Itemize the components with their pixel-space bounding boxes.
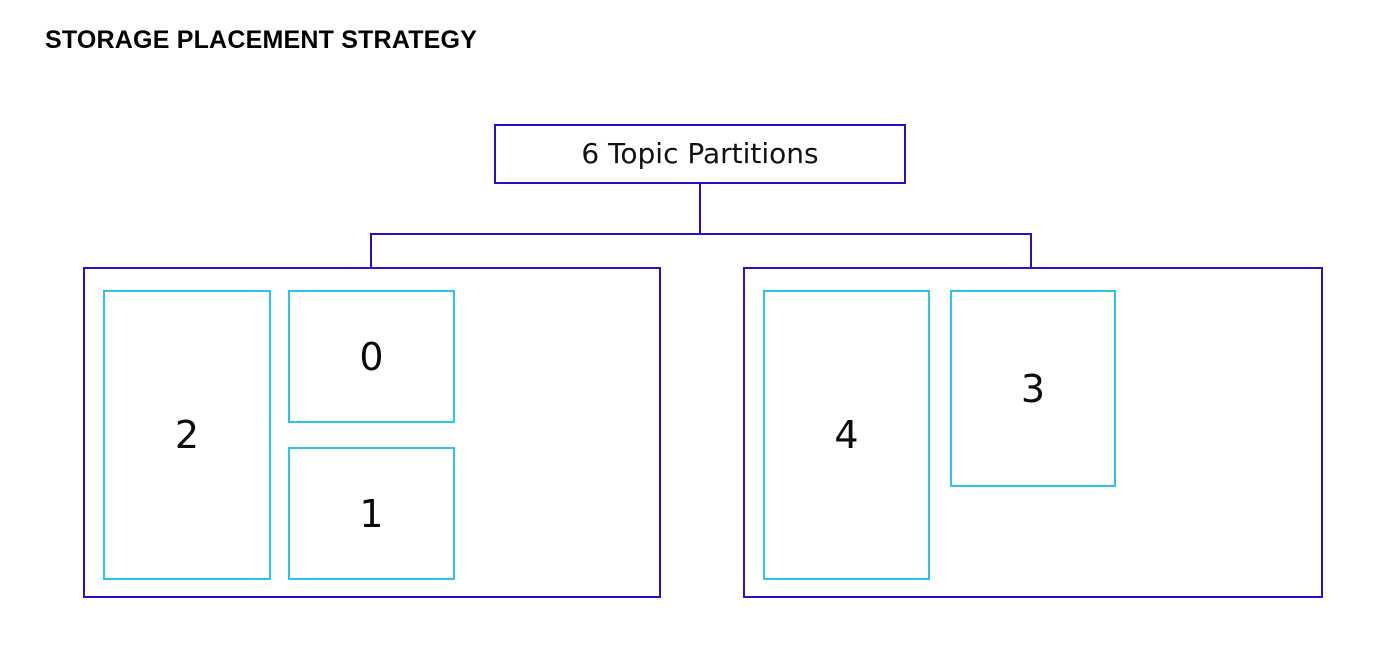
partition-box-0: 0 (288, 290, 455, 423)
connector-trunk-vertical (699, 184, 701, 235)
topic-partitions-label: 6 Topic Partitions (581, 137, 819, 170)
connector-horizontal-bus (370, 233, 1032, 235)
partition-box-3: 3 (950, 290, 1116, 487)
partition-label-3: 3 (1020, 366, 1046, 411)
partition-box-4: 4 (763, 290, 930, 580)
topic-partitions-node: 6 Topic Partitions (494, 124, 906, 184)
partition-label-2: 2 (174, 413, 200, 457)
partition-label-1: 1 (359, 491, 384, 536)
partition-label-0: 0 (359, 334, 384, 379)
partition-label-4: 4 (834, 413, 859, 457)
connector-branch-right (1030, 233, 1032, 268)
connector-branch-left (370, 233, 372, 268)
partition-box-1: 1 (288, 447, 455, 580)
partition-box-2: 2 (103, 290, 271, 580)
page-title: STORAGE PLACEMENT STRATEGY (45, 26, 478, 54)
